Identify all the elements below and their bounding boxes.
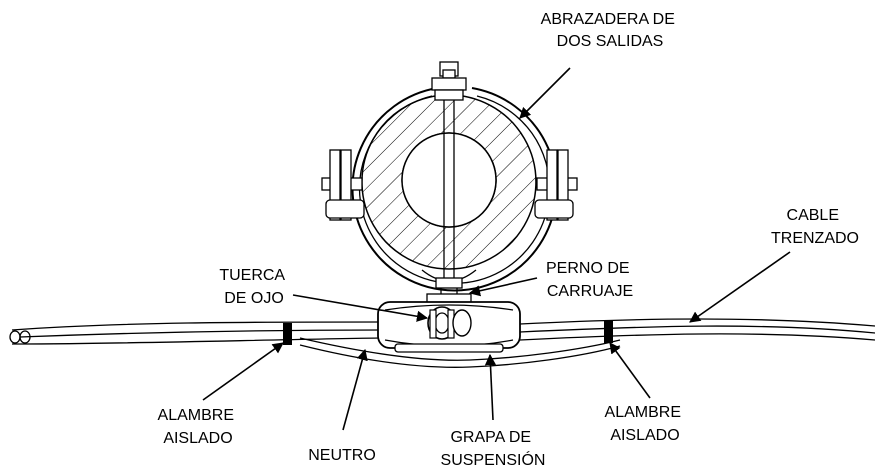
- label-suspension-clamp: GRAPA DE SUSPENSIÓN: [441, 429, 546, 469]
- eye-nut: [427, 306, 472, 340]
- label-clamp: ABRAZADERA DE DOS SALIDAS: [541, 11, 680, 50]
- label-carriage-bolt: PERNO DE CARRUAJE: [546, 260, 634, 300]
- label-twisted-cable: CABLE TRENZADO: [771, 207, 859, 247]
- leader-arrows: [202, 67, 791, 431]
- label-insulated-wire-left: ALAMBRE AISLADO: [158, 407, 239, 447]
- label-eye-nut: TUERCA DE OJO: [219, 267, 288, 307]
- label-insulated-wire-right: ALAMBRE AISLADO: [605, 404, 686, 444]
- neutral-conductor: [299, 337, 621, 361]
- insulated-wire-band-right: [604, 321, 613, 343]
- twisted-cable: [9, 318, 875, 345]
- insulated-wire-band-left: [283, 323, 292, 345]
- two-outlet-clamp: [321, 61, 578, 292]
- label-neutral: NEUTRO: [308, 447, 376, 464]
